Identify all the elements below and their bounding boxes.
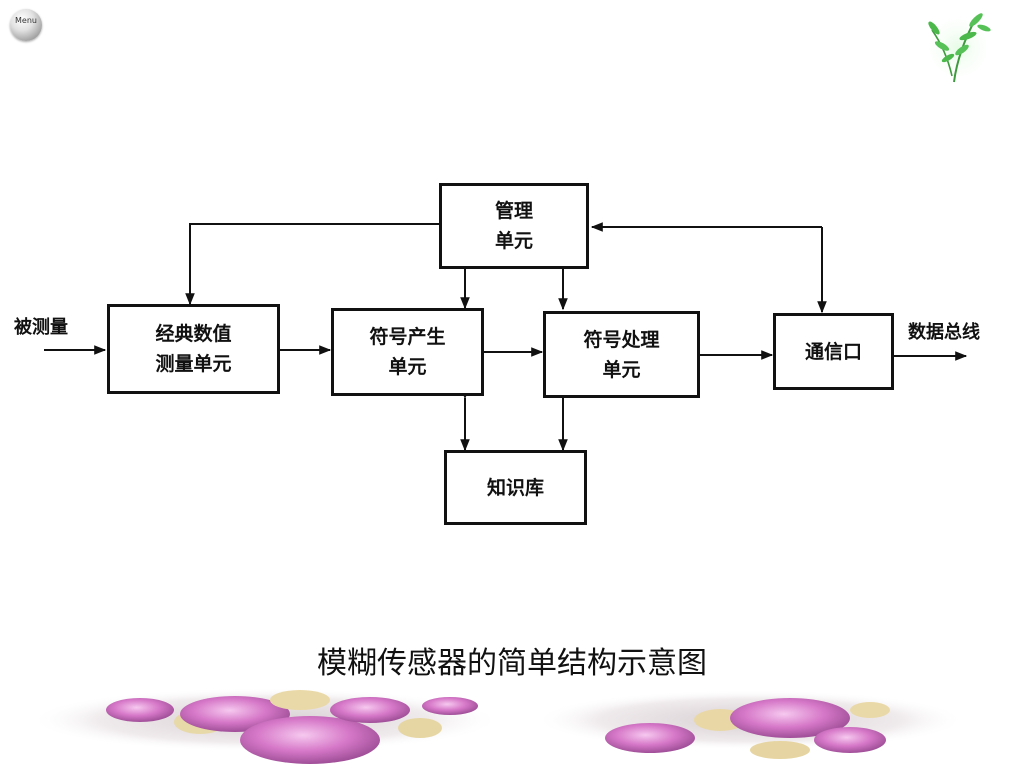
menu-label: Menu xyxy=(15,16,37,25)
edge-management-classic xyxy=(185,223,441,306)
knowledge-base-box: 知识库 xyxy=(444,450,587,525)
classic-measure-unit-box: 经典数值 测量单元 xyxy=(107,304,280,394)
symbol-generation-unit-box: 符号产生 单元 xyxy=(331,308,484,396)
communication-port-box: 通信口 xyxy=(773,313,894,390)
management-unit-box: 管理 单元 xyxy=(439,183,589,269)
menu-button[interactable]: Menu xyxy=(10,9,42,41)
symbol-processing-unit-box: 符号处理 单元 xyxy=(543,311,700,398)
diagram-caption: 模糊传感器的简单结构示意图 xyxy=(317,646,707,681)
rose-decoration-icon xyxy=(30,688,965,764)
leaf-logo-icon xyxy=(920,10,996,86)
output-label: 数据总线 xyxy=(908,322,980,343)
input-label: 被测量 xyxy=(14,317,68,338)
